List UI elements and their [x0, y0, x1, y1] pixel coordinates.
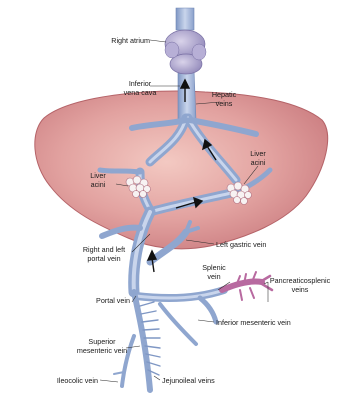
label-liver-acini-right-2: acini	[251, 158, 266, 167]
label-left-gastric-vein: Left gastric vein	[216, 240, 266, 249]
label-right-left-portal-vein-2: portal vein	[87, 254, 120, 263]
label-ileocolic-vein: Ileocolic vein	[57, 376, 98, 385]
label-inferior-vena-cava-2: vena cava	[124, 88, 157, 97]
right-atrium	[165, 30, 206, 74]
label-liver-acini-right-1: Liver	[250, 149, 266, 158]
pancreaticosplenic-veins	[222, 272, 272, 300]
label-right-atrium: Right atrium	[111, 36, 150, 45]
label-right-left-portal-vein-1: Right and left	[83, 245, 125, 254]
ileocolic-branch	[114, 336, 134, 386]
label-hepatic-veins-2: veins	[216, 99, 233, 108]
label-splenic-vein-2: vein	[207, 272, 220, 281]
label-liver-acini-left-1: Liver	[90, 171, 106, 180]
label-superior-mesenteric-vein-1: Superior	[88, 337, 116, 346]
label-inferior-vena-cava-1: Inferior	[129, 79, 152, 88]
splenic-vein	[136, 290, 224, 322]
label-inferior-mesenteric-vein: Inferior mesenteric vein	[216, 318, 291, 327]
label-splenic-vein-1: Splenic	[202, 263, 226, 272]
label-hepatic-veins-1: Hepatic	[212, 90, 237, 99]
label-liver-acini-left-2: acini	[91, 180, 106, 189]
label-pancreaticosplenic-veins-1: Pancreaticosplenic	[270, 276, 331, 285]
label-portal-vein: Portal vein	[96, 296, 130, 305]
label-pancreaticosplenic-veins-2: veins	[292, 285, 309, 294]
label-superior-mesenteric-vein-2: mesenteric vein	[77, 346, 127, 355]
label-jejunoileal-veins: Jejunoileal veins	[162, 376, 215, 385]
